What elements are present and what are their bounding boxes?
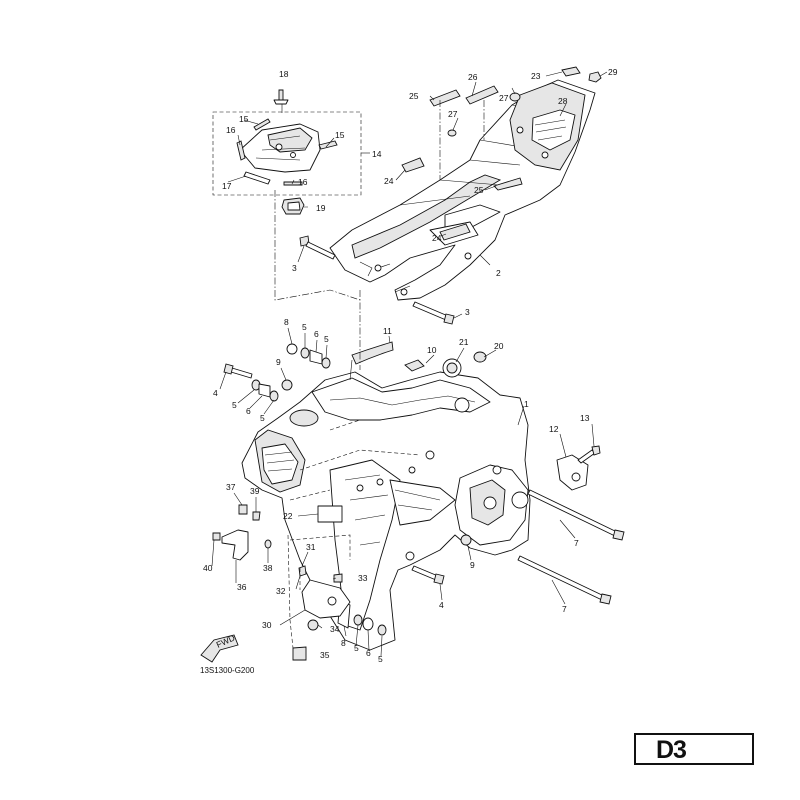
callout-7: 7: [562, 604, 567, 614]
callout-32: 32: [276, 586, 286, 596]
callout-26: 26: [468, 72, 478, 82]
callout-5: 5: [260, 413, 265, 423]
callout-23: 23: [531, 71, 541, 81]
callout-10: 10: [427, 345, 437, 355]
callout-19: 19: [316, 203, 326, 213]
callout-8: 8: [341, 638, 346, 648]
hardware-parts: [212, 66, 625, 661]
callout-8: 8: [284, 317, 289, 327]
callout-27: 27: [499, 93, 509, 103]
callout-5: 5: [302, 322, 307, 332]
callout-22: 22: [283, 511, 293, 521]
callout-21: 21: [459, 337, 469, 347]
callout-39: 39: [250, 486, 260, 496]
callout-4: 4: [439, 600, 444, 610]
callout-37: 37: [226, 482, 236, 492]
callout-12: 12: [549, 424, 559, 434]
callout-25: 25: [409, 91, 419, 101]
callout-13: 13: [580, 413, 590, 423]
callout-15: 15: [335, 130, 345, 140]
callout-31: 31: [306, 542, 316, 552]
callout-15: 15: [239, 114, 249, 124]
callout-6: 6: [314, 329, 319, 339]
forward-arrow-icon: FWD: [200, 633, 239, 663]
callout-6: 6: [366, 648, 371, 658]
callout-24: 24: [432, 233, 442, 243]
part-group-14: [212, 89, 370, 215]
callout-29: 29: [608, 67, 618, 77]
callout-35: 35: [320, 650, 330, 660]
callout-3: 3: [465, 307, 470, 317]
page-code-box: D3: [634, 733, 754, 765]
leader-lines: [211, 71, 608, 657]
callout-5: 5: [324, 334, 329, 344]
callout-30: 30: [262, 620, 272, 630]
callout-16: 16: [226, 125, 236, 135]
callout-7: 7: [574, 538, 579, 548]
callout-2: 2: [496, 268, 501, 278]
callout-5: 5: [378, 654, 383, 664]
callout-38: 38: [263, 563, 273, 573]
callout-34: 34: [330, 624, 340, 634]
callout-24: 24: [384, 176, 394, 186]
callout-17: 17: [222, 181, 232, 191]
callout-3: 3: [292, 263, 297, 273]
main-frame-drawing: [241, 371, 531, 651]
diagram-code: 13S1300-G200: [200, 666, 255, 675]
callout-9: 9: [470, 560, 475, 570]
page-code: D3: [656, 736, 687, 764]
callout-33: 33: [358, 573, 368, 583]
rear-frame-drawing: [329, 79, 596, 301]
callout-1: 1: [524, 399, 529, 409]
callout-labels: 18 15 16 15 14 17 16 19 3 25 26 27 27 23…: [203, 67, 618, 664]
callout-5: 5: [354, 643, 359, 653]
callout-27: 27: [448, 109, 458, 119]
callout-14: 14: [372, 149, 382, 159]
callout-40: 40: [203, 563, 213, 573]
callout-11: 11: [383, 326, 392, 336]
callout-5: 5: [232, 400, 237, 410]
callout-36: 36: [237, 582, 247, 592]
callout-25: 25: [474, 185, 484, 195]
callout-20: 20: [494, 341, 504, 351]
callout-9: 9: [276, 357, 281, 367]
callout-28: 28: [558, 96, 568, 106]
callout-18: 18: [279, 69, 289, 79]
callout-16: 16: [298, 177, 308, 187]
callout-4: 4: [213, 388, 218, 398]
callout-6: 6: [246, 406, 251, 416]
